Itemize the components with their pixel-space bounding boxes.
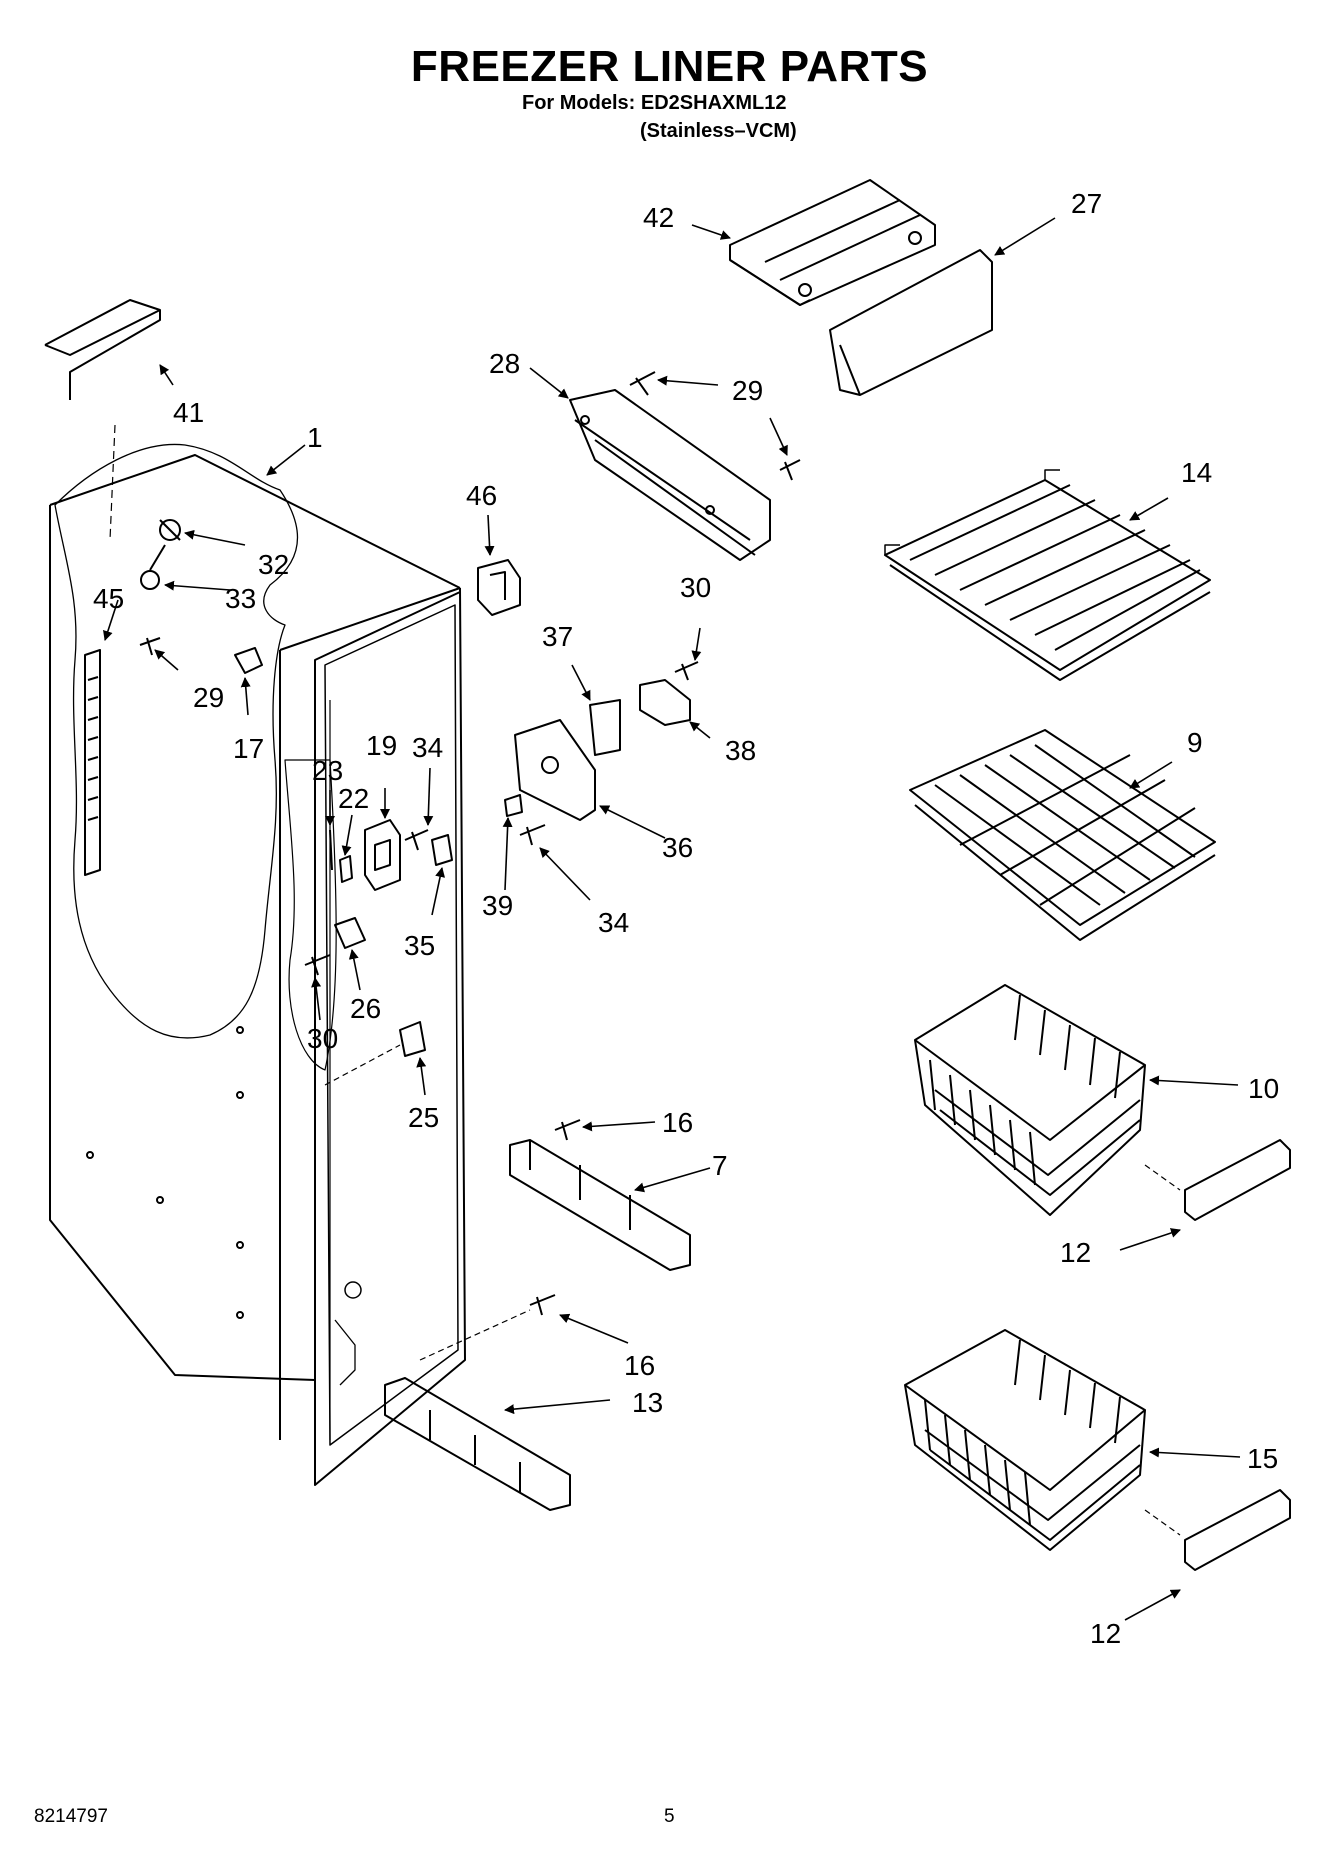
part-23-pin (329, 829, 333, 871)
part-42-hinge-cover (729, 179, 936, 306)
part-32-socket (159, 519, 181, 541)
callout-27: 27 (1071, 188, 1102, 219)
part-9-wire-shelf (909, 729, 1216, 941)
screw-34-upper (404, 829, 429, 851)
document-number: 8214797 (34, 1806, 108, 1827)
part-10-basket (914, 984, 1181, 1216)
screw-16-lower (529, 1294, 556, 1316)
callout-33: 33 (225, 583, 256, 614)
callout-41: 41 (173, 397, 204, 428)
part-15-basket (904, 1329, 1146, 1551)
page-title: FREEZER LINER PARTS (410, 42, 929, 91)
part-17-clip (234, 647, 263, 674)
screw-34-lower (519, 824, 546, 846)
part-12-trim-upper (1184, 1139, 1291, 1221)
callout-35: 35 (404, 930, 435, 961)
callout-25: 25 (408, 1102, 439, 1133)
part-46-clip (477, 559, 521, 616)
callout-22: 22 (338, 783, 369, 814)
screw-16-upper (554, 1119, 581, 1141)
callout-39: 39 (482, 890, 513, 921)
callout-12-upper: 12 (1060, 1237, 1091, 1268)
callout-19: 19 (366, 730, 397, 761)
part-35-cover (431, 834, 453, 866)
callout-14: 14 (1181, 457, 1212, 488)
part-38-board (639, 679, 691, 726)
callout-16-upper: 16 (662, 1107, 693, 1138)
part-27-cover-plate (829, 249, 993, 396)
models-line: For Models: ED2SHAXML12 (522, 92, 787, 114)
callout-labels: 42 27 28 29 41 1 46 14 32 33 45 30 29 17… (93, 188, 1279, 1649)
part-33-bulb (140, 544, 166, 590)
callout-45: 45 (93, 583, 124, 614)
callout-29-top: 29 (732, 375, 763, 406)
part-14-shelf (884, 469, 1211, 681)
callout-7: 7 (712, 1150, 728, 1181)
screw-29-left (139, 637, 161, 656)
callout-32: 32 (258, 549, 289, 580)
callout-1: 1 (307, 422, 323, 453)
callout-42: 42 (643, 202, 674, 233)
part-22-bracket (339, 855, 353, 883)
callout-29-left: 29 (193, 682, 224, 713)
part-12-trim-lower (1144, 1489, 1291, 1571)
callout-9: 9 (1187, 727, 1203, 758)
page-number: 5 (664, 1806, 675, 1827)
callout-10: 10 (1248, 1073, 1279, 1104)
part-37-bracket (589, 699, 621, 756)
part-41-trim (44, 299, 161, 541)
screw-29-top (629, 371, 801, 481)
part-39-plug (504, 794, 523, 817)
callout-30-upper: 30 (680, 572, 711, 603)
screw-30-lower (304, 954, 331, 976)
callout-30-lower: 30 (307, 1023, 338, 1054)
callout-13: 13 (632, 1387, 663, 1418)
part-28-bracket (569, 389, 771, 561)
callout-37: 37 (542, 621, 573, 652)
part-19-switch (364, 819, 401, 891)
callout-26: 26 (350, 993, 381, 1024)
part-25-switch (324, 1021, 426, 1086)
callout-28: 28 (489, 348, 520, 379)
callout-34-lower: 34 (598, 907, 629, 938)
callout-12-lower: 12 (1090, 1618, 1121, 1649)
part-13-trim (384, 1309, 571, 1511)
part-7-trim (509, 1139, 691, 1271)
screw-30-upper (674, 661, 699, 681)
part-45-rail (84, 649, 101, 876)
part-26-board (334, 917, 366, 949)
callout-38: 38 (725, 735, 756, 766)
callout-34-upper: 34 (412, 732, 443, 763)
finish-line: (Stainless–VCM) (640, 120, 797, 142)
callout-17: 17 (233, 733, 264, 764)
callout-36: 36 (662, 832, 693, 863)
leader-arrows (103, 217, 1241, 1621)
callout-23: 23 (312, 755, 343, 786)
callout-46: 46 (466, 480, 497, 511)
callout-16-lower: 16 (624, 1350, 655, 1381)
part-36-housing (514, 719, 596, 821)
callout-15: 15 (1247, 1443, 1278, 1474)
